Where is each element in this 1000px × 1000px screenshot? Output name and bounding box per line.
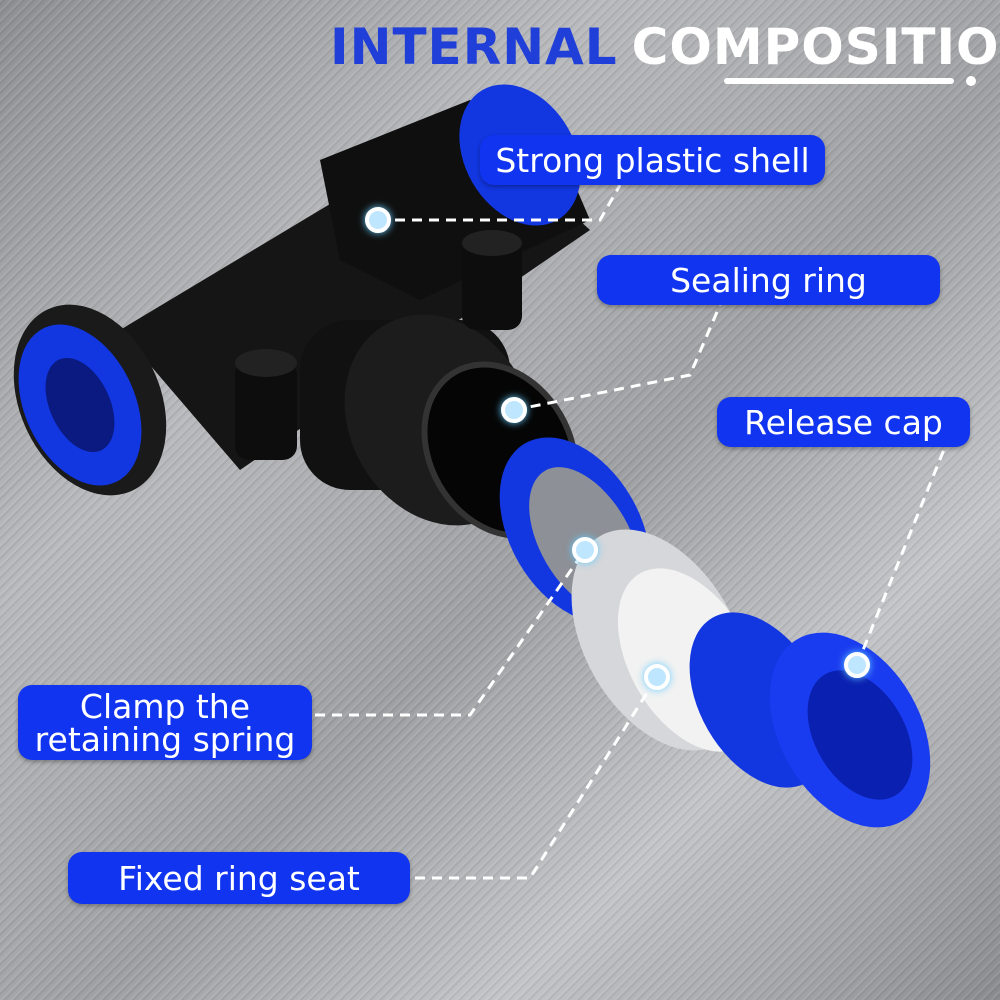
label-clamp-line2: retaining spring (34, 719, 296, 759)
page-title: INTERNALCOMPOSITION (330, 18, 1000, 76)
label-sealing-ring: Sealing ring (597, 255, 940, 305)
title-underline-dot (966, 76, 976, 86)
callout-dot-release (844, 652, 870, 678)
label-fixed-ring-seat: Fixed ring seat (68, 852, 410, 904)
title-composition: COMPOSITION (631, 18, 1000, 76)
label-strong-plastic-shell: Strong plastic shell (480, 135, 825, 185)
label-clamp-line1: Clamp the (79, 686, 251, 726)
label-release-cap: Release cap (717, 397, 970, 447)
leader-lines (315, 184, 947, 880)
title-underline (724, 78, 954, 84)
label-clamp-retaining-spring: Clamp the retaining spring (18, 685, 312, 760)
callout-dot-clamp (572, 537, 598, 563)
callout-dot-sealing (501, 397, 527, 423)
callout-dot-shell (365, 207, 391, 233)
release-cap (689, 612, 931, 828)
title-internal: INTERNAL (330, 18, 618, 76)
callout-dot-seat (644, 664, 670, 690)
